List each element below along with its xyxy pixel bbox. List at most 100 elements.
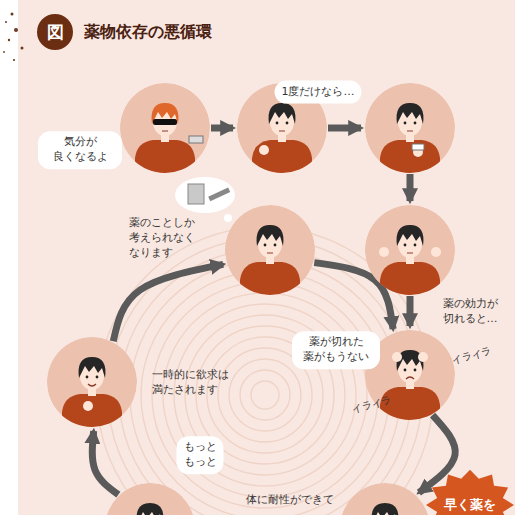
hair — [137, 503, 164, 515]
ring — [130, 260, 400, 515]
eye — [404, 244, 407, 247]
shirt — [62, 394, 122, 427]
eye — [414, 369, 417, 372]
hand — [83, 401, 93, 411]
hand — [392, 352, 402, 362]
eye — [96, 376, 99, 379]
person — [105, 483, 195, 515]
sound-effect: イライラ — [451, 344, 493, 368]
figure — [225, 205, 315, 295]
mouth — [406, 377, 414, 379]
eye — [86, 376, 89, 379]
figure — [340, 483, 430, 515]
cycle-arrow — [407, 296, 414, 326]
stage-circle — [340, 483, 430, 515]
thought-dot — [224, 214, 232, 222]
hand — [431, 247, 441, 257]
person — [47, 337, 137, 427]
hair — [372, 503, 399, 515]
splatter-dot — [8, 39, 10, 41]
speech-bubble: 薬が切れた 薬がもうない — [292, 331, 380, 369]
mouth — [407, 252, 413, 253]
eye — [276, 122, 279, 125]
splatter-dot — [5, 21, 7, 23]
speech-bubble: もっと もっと — [177, 436, 224, 474]
eye — [264, 244, 267, 247]
drug-packet — [188, 184, 204, 204]
speech-bubble: 気分が 良くなるよ — [38, 131, 122, 169]
drug-packet — [189, 136, 203, 143]
figure — [365, 205, 455, 295]
splatter-dot — [21, 47, 24, 50]
hand — [418, 352, 428, 362]
drug-packet — [412, 144, 424, 150]
figure-badge: 図 — [37, 14, 73, 50]
ring — [240, 370, 290, 420]
splatter — [3, 13, 23, 62]
cycle-arrow — [211, 125, 233, 132]
ring — [152, 282, 378, 508]
thought-bubble — [175, 177, 235, 213]
ring — [229, 359, 301, 431]
eye — [286, 122, 289, 125]
person — [120, 83, 210, 173]
ring — [251, 381, 279, 409]
eye — [414, 122, 417, 125]
splatter-dot — [13, 59, 15, 61]
hair — [269, 103, 296, 124]
hair — [397, 103, 424, 124]
panel — [18, 0, 515, 515]
mouth — [88, 384, 96, 386]
caption: 薬のことしか 考えられなく なります — [129, 216, 201, 261]
cycle-arrow — [328, 125, 361, 132]
person — [365, 205, 455, 295]
eye — [404, 369, 407, 372]
hand — [379, 247, 389, 257]
shirt — [252, 140, 312, 173]
node-circle — [105, 483, 195, 515]
hair — [397, 225, 424, 246]
mouth — [279, 130, 285, 131]
caption: 体に耐性ができて — [246, 493, 334, 508]
person — [365, 83, 455, 173]
decoration — [175, 177, 514, 515]
hair — [79, 357, 106, 378]
figure — [105, 483, 195, 515]
burst-label: 早く薬を — [444, 496, 496, 514]
title: 薬物依存の悪循環 — [84, 22, 212, 43]
cycle-arrow — [92, 431, 118, 495]
cycle-arrow — [419, 415, 455, 493]
shirt — [135, 140, 195, 173]
eye — [274, 244, 277, 247]
mouth — [162, 130, 168, 131]
sound-effect: イライラ — [351, 393, 393, 417]
stage-circle: 薬のことしか 考えられなく なります — [225, 205, 315, 295]
figure — [365, 83, 455, 173]
person — [340, 483, 430, 515]
figure — [47, 337, 137, 427]
stage-circle: 一時的に欲求は 満たされます — [47, 337, 137, 427]
hair — [152, 103, 179, 124]
splatter-dot — [14, 28, 18, 32]
mouth — [267, 252, 273, 253]
stage-circle — [365, 205, 455, 295]
stage-circle: 気分が 良くなるよ — [120, 83, 210, 173]
caption: 一時的に欲求は 満たされます — [152, 368, 229, 398]
stage-circle — [365, 83, 455, 173]
shirt — [380, 262, 440, 295]
person — [225, 205, 315, 295]
shirt — [240, 262, 300, 295]
shirt — [380, 140, 440, 173]
eye — [414, 244, 417, 247]
eye — [404, 122, 407, 125]
sunglasses — [153, 119, 177, 125]
syringe — [208, 188, 230, 202]
stage-circle: もっと もっと体に耐性ができて — [105, 483, 195, 515]
cycle-arrow — [407, 174, 414, 201]
speech-bubble: 1度だけなら… — [275, 81, 362, 104]
hair — [257, 225, 284, 246]
figure — [120, 83, 210, 173]
ring — [141, 271, 389, 515]
mouth — [407, 130, 413, 131]
hand — [259, 145, 269, 155]
